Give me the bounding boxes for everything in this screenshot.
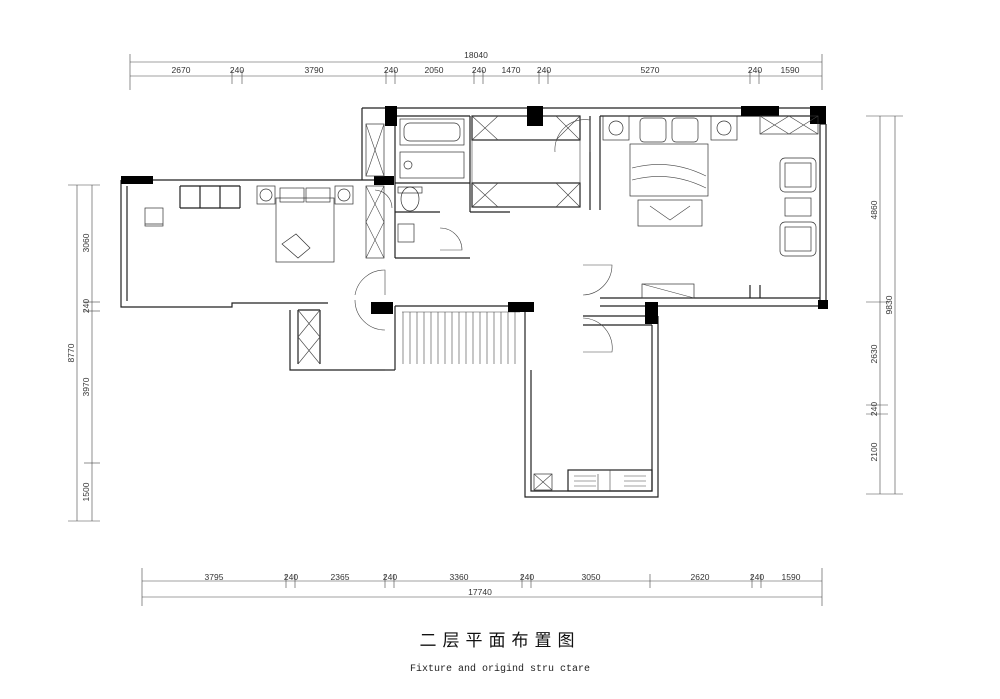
- bottom-dim-6: 3050: [582, 572, 601, 582]
- bottom-dim-5: 240: [520, 572, 534, 582]
- top-dim-4: 2050: [425, 65, 444, 75]
- top-dim-7: 240: [537, 65, 551, 75]
- columns: [121, 106, 828, 324]
- bottom-dim-8: 240: [750, 572, 764, 582]
- bottom-total-label: 17740: [468, 587, 492, 597]
- right-dim-1: 2630: [869, 344, 879, 363]
- drawing-title-english: Fixture and origind stru ctare: [409, 664, 591, 675]
- walls: [120, 107, 827, 498]
- top-dim-0: 2670: [172, 65, 191, 75]
- bottom-dimension-chain: 3795 240 2365 240 3360 240 3050 2620 240…: [141, 568, 823, 606]
- top-dimension-chain: 18040 2670 240 3790 240 2050 240 1470 24…: [129, 50, 823, 90]
- top-dim-1: 240: [230, 65, 244, 75]
- left-total-label: 8770: [66, 343, 76, 362]
- bottom-dim-1: 240: [284, 572, 298, 582]
- left-dim-1: 240: [81, 299, 91, 313]
- right-total-label: 9830: [884, 295, 894, 314]
- right-dim-2: 240: [869, 402, 879, 416]
- right-dim-3: 2100: [869, 442, 879, 461]
- left-dim-0: 3060: [81, 233, 91, 252]
- top-dim-5: 240: [472, 65, 486, 75]
- top-dim-10: 1590: [781, 65, 800, 75]
- top-dim-3: 240: [384, 65, 398, 75]
- left-dimension-chain: 8770 3060 240 3970 1500: [66, 184, 100, 522]
- bottom-dim-0: 3795: [205, 572, 224, 582]
- staircase: [402, 312, 516, 364]
- top-dim-2: 3790: [305, 65, 324, 75]
- bottom-dim-9: 1590: [782, 572, 801, 582]
- bottom-dim-4: 3360: [450, 572, 469, 582]
- right-dimension-chain: 4860 9830 2630 240 2100: [866, 115, 903, 495]
- right-dim-0: 4860: [869, 200, 879, 219]
- top-dim-6: 1470: [502, 65, 521, 75]
- left-dim-3: 1500: [81, 482, 91, 501]
- left-dim-2: 3970: [81, 377, 91, 396]
- door-swings: [354, 119, 613, 353]
- top-dim-8: 5270: [641, 65, 660, 75]
- top-dim-9: 240: [748, 65, 762, 75]
- bottom-dim-7: 2620: [691, 572, 710, 582]
- top-total-label: 18040: [464, 50, 488, 60]
- bottom-dim-3: 240: [383, 572, 397, 582]
- bottom-dim-2: 2365: [331, 572, 350, 582]
- furniture: [144, 115, 819, 491]
- drawing-title-chinese: 二层平面布置图: [419, 631, 581, 651]
